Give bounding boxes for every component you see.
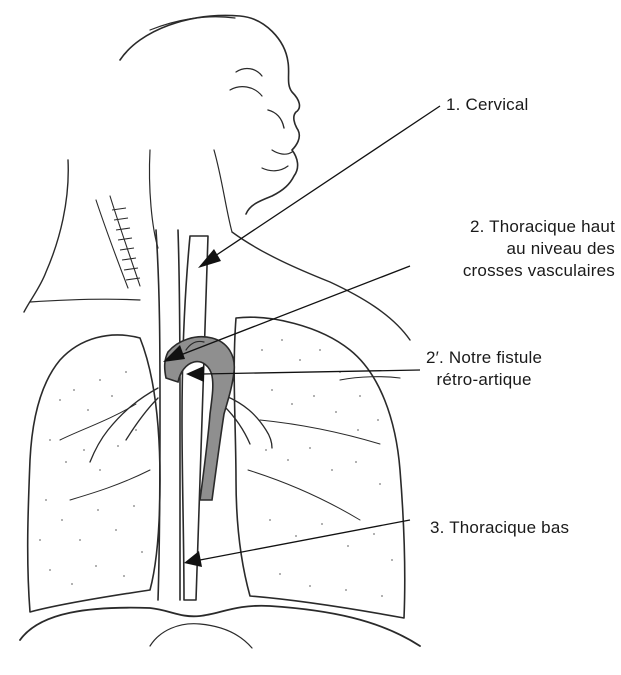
trachea <box>156 230 180 600</box>
label-cervical: 1. Cervical <box>446 94 529 116</box>
label-fistula-line2: rétro-artique <box>426 369 542 391</box>
left-lung <box>28 335 160 612</box>
arrow-thoracic-high <box>163 266 410 362</box>
label-thoracic-low: 3. Thoracique bas <box>430 517 569 539</box>
label-thoracic-high-line3: crosses vasculaires <box>463 260 615 282</box>
label-thoracic-high-line1: 2. Thoracique haut <box>463 216 615 238</box>
diaphragm <box>20 606 420 648</box>
bronchi <box>90 388 272 462</box>
right-lung <box>234 317 405 618</box>
label-thoracic-high-line2: au niveau des <box>463 238 615 260</box>
head-outline <box>120 15 299 248</box>
label-fistula: 2′. Notre fistule rétro-artique <box>426 347 542 391</box>
label-thoracic-high: 2. Thoracique haut au niveau des crosses… <box>463 216 615 282</box>
arrow-cervical <box>198 106 440 268</box>
label-cervical-text: 1. Cervical <box>446 94 529 116</box>
arrow-thoracic-low <box>184 520 410 567</box>
label-thoracic-low-text: 3. Thoracique bas <box>430 517 569 539</box>
label-fistula-line1: 2′. Notre fistule <box>426 347 542 369</box>
esophagus <box>182 236 208 600</box>
